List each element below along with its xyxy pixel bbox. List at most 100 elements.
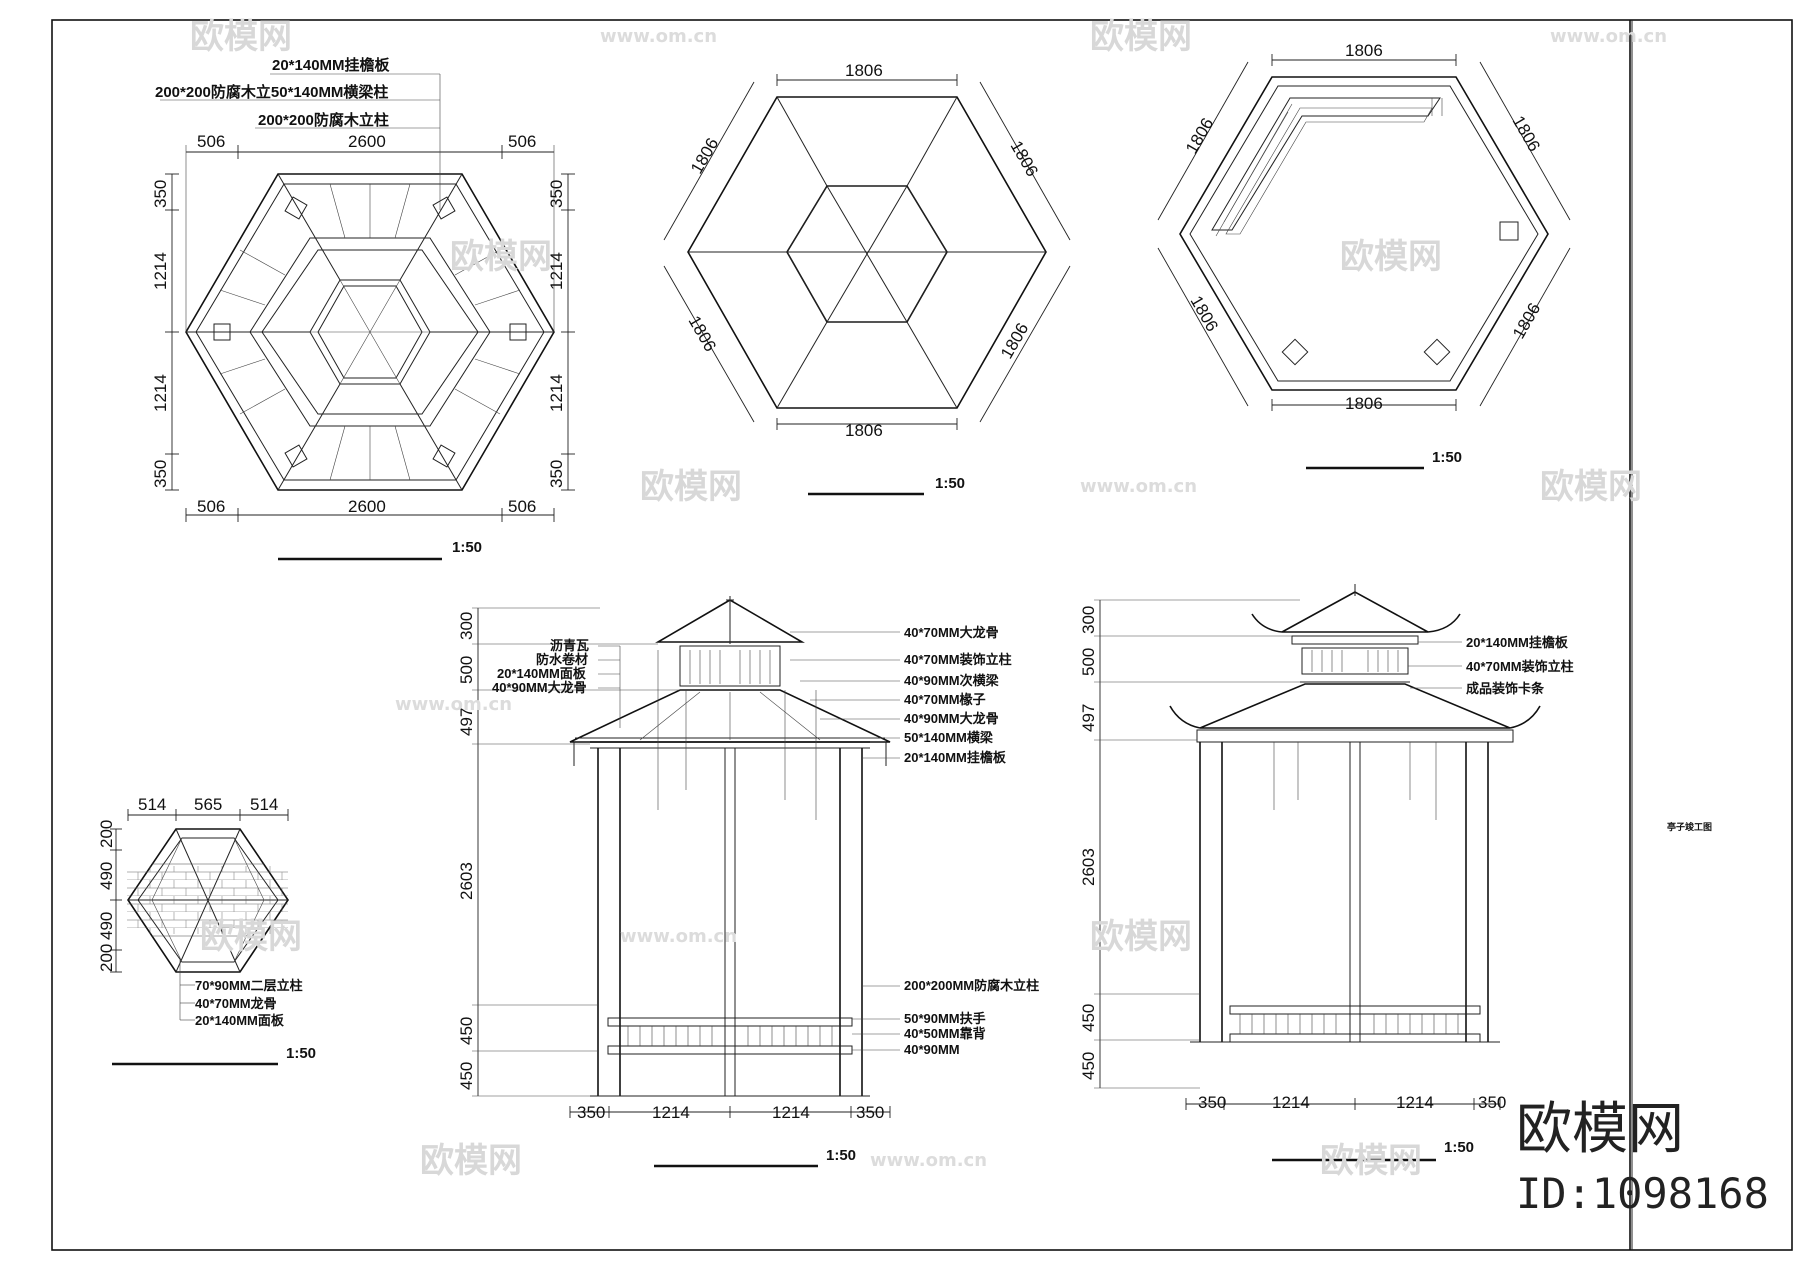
- elev-dim-left-0: 300: [1079, 606, 1098, 634]
- plan3-dim-0: 1806: [1345, 41, 1383, 60]
- plan4-dim-left-2: 490: [97, 912, 116, 940]
- elev-dim-bottom-0: 350: [1198, 1093, 1226, 1112]
- plan1-scale: 1:50: [452, 539, 482, 556]
- section-dim-bottom-1: 1214: [652, 1103, 690, 1122]
- watermark-url-6: www.om.cn: [870, 1150, 987, 1171]
- watermark-brand-2: 欧模网: [1090, 17, 1192, 57]
- watermark-url-5: www.om.cn: [620, 926, 737, 947]
- section-dim-left-3: 2603: [457, 862, 476, 900]
- elev-right-label-1: 40*70MM装饰立柱: [1466, 659, 1574, 674]
- plan2-dim-5: 1806: [845, 421, 883, 440]
- elev-dim-bottom-3: 350: [1478, 1093, 1506, 1112]
- plan1-label-1: 200*200防腐木立50*140MM横梁柱: [155, 83, 388, 101]
- plan3-dim-5: 1806: [1345, 394, 1383, 413]
- model-id: ID:1098168: [1516, 1169, 1769, 1218]
- plan4-label-1: 40*70MM龙骨: [195, 996, 277, 1011]
- plan-upper-roof: 514 565 514 200 490 490 200 70*90MM二层立柱 …: [97, 795, 316, 1066]
- watermark-brand-1: 欧模网: [190, 17, 292, 57]
- section-scale: 1:50: [826, 1147, 856, 1164]
- elev-dim-bottom-1: 1214: [1272, 1093, 1310, 1112]
- plan1-dim-right-0: 350: [547, 180, 566, 208]
- watermark-brand-9: 欧模网: [420, 1141, 522, 1181]
- plan1-dim-right-1: 1214: [547, 252, 566, 290]
- plan1-dim-right-2: 1214: [547, 374, 566, 412]
- section-right-label-3: 40*70MM椽子: [904, 692, 986, 707]
- plan2-dim-2: 1806: [1007, 138, 1042, 180]
- plan1-dim-top-0: 506: [197, 132, 225, 151]
- title-block-title: 亭子竣工图: [1667, 821, 1712, 832]
- section-right-label-8: 50*90MM扶手: [904, 1011, 986, 1026]
- watermark-url-3: www.om.cn: [1080, 476, 1197, 497]
- elev-dim-left-3: 2603: [1079, 848, 1098, 886]
- elev-dim-bottom-2: 1214: [1396, 1093, 1434, 1112]
- plan1-label-2: 200*200防腐木立柱: [258, 111, 389, 129]
- section-dim-bottom-0: 350: [577, 1103, 605, 1122]
- plan4-dim-top-0: 514: [138, 795, 166, 814]
- watermark-brand-7: 欧模网: [200, 917, 302, 957]
- plan4-dim-left-0: 200: [97, 820, 116, 848]
- section-right-label-6: 20*140MM挂檐板: [904, 750, 1007, 765]
- plan1-dim-bottom-2: 506: [508, 497, 536, 516]
- plan4-dim-left-3: 200: [97, 944, 116, 972]
- section-right-label-9: 40*50MM靠背: [904, 1026, 986, 1041]
- plan4-dim-top-1: 565: [194, 795, 222, 814]
- plan1-dim-left-3: 350: [151, 460, 170, 488]
- section-left-label-3: 40*90MM大龙骨: [492, 680, 587, 695]
- section-right-label-7: 200*200MM防腐木立柱: [904, 978, 1039, 993]
- elev-dim-left-2: 497: [1079, 704, 1098, 732]
- elev-dim-left-5: 450: [1079, 1052, 1098, 1080]
- elev-dim-left-4: 450: [1079, 1004, 1098, 1032]
- brand-logo-text: 欧模网: [1516, 1097, 1684, 1162]
- plan1-dim-left-2: 1214: [151, 374, 170, 412]
- section-left-label-0: 沥青瓦: [550, 638, 589, 653]
- plan3-dim-3: 1806: [1187, 293, 1222, 335]
- plan4-scale: 1:50: [286, 1045, 316, 1062]
- section-drawing: 300 500 497 2603 450 450 沥青瓦 防水卷材 20*140…: [457, 596, 1039, 1168]
- plan2-dim-3: 1806: [685, 313, 720, 355]
- watermark-brand-10: 欧模网: [1320, 1141, 1422, 1181]
- section-right-label-5: 50*140MM横梁: [904, 730, 994, 745]
- elev-right-label-2: 成品装饰卡条: [1466, 681, 1545, 696]
- section-dim-left-5: 450: [457, 1062, 476, 1090]
- section-dim-left-1: 500: [457, 656, 476, 684]
- elev-right-label-0: 20*140MM挂檐板: [1466, 635, 1569, 650]
- section-dim-bottom-2: 1214: [772, 1103, 810, 1122]
- section-right-label-1: 40*70MM装饰立柱: [904, 652, 1012, 667]
- section-right-label-4: 40*90MM大龙骨: [904, 711, 999, 726]
- section-dim-bottom-3: 350: [856, 1103, 884, 1122]
- plan1-dim-top-1: 2600: [348, 132, 386, 151]
- section-left-label-1: 防水卷材: [536, 652, 588, 667]
- section-dim-left-2: 497: [457, 708, 476, 736]
- plan4-dim-top-2: 514: [250, 795, 278, 814]
- plan4-label-0: 70*90MM二层立柱: [195, 978, 303, 993]
- plan1-dim-bottom-0: 506: [197, 497, 225, 516]
- section-right-label-0: 40*70MM大龙骨: [904, 625, 999, 640]
- section-dim-left-4: 450: [457, 1017, 476, 1045]
- plan4-dim-left-1: 490: [97, 862, 116, 890]
- plan-roof-top: 1806 1806 1806 1806 1806 1806 1:50: [663, 61, 1071, 496]
- plan-roof-framing: 20*140MM挂檐板 200*200防腐木立50*140MM横梁柱 200*2…: [151, 56, 575, 561]
- watermark-url-4: www.om.cn: [395, 694, 512, 715]
- watermark-url-1: www.om.cn: [600, 26, 717, 47]
- watermark-brand-4: 欧模网: [1340, 237, 1442, 277]
- section-dim-left-0: 300: [457, 612, 476, 640]
- elevation-drawing: 300 500 497 2603 450 450 20*140MM挂檐板 40*…: [1079, 584, 1574, 1162]
- plan1-dim-left-0: 350: [151, 180, 170, 208]
- section-right-label-2: 40*90MM次横梁: [904, 673, 1000, 688]
- watermark-url-2: www.om.cn: [1550, 26, 1667, 47]
- plan1-dim-top-2: 506: [508, 132, 536, 151]
- plan1-label-0: 20*140MM挂檐板: [272, 56, 391, 74]
- watermark-brand-8: 欧模网: [1090, 917, 1192, 957]
- sheet-border: [51, 19, 1793, 1251]
- section-left-label-2: 20*140MM面板: [497, 666, 587, 681]
- plan2-dim-1: 1806: [687, 135, 722, 177]
- watermark-brand-5: 欧模网: [640, 467, 742, 507]
- plan1-dim-right-3: 350: [547, 460, 566, 488]
- section-right-label-10: 40*90MM: [904, 1042, 960, 1057]
- plan3-dim-4: 1806: [1509, 300, 1544, 342]
- plan2-scale: 1:50: [935, 475, 965, 492]
- plan1-dim-left-1: 1214: [151, 252, 170, 290]
- elev-dim-left-1: 500: [1079, 648, 1098, 676]
